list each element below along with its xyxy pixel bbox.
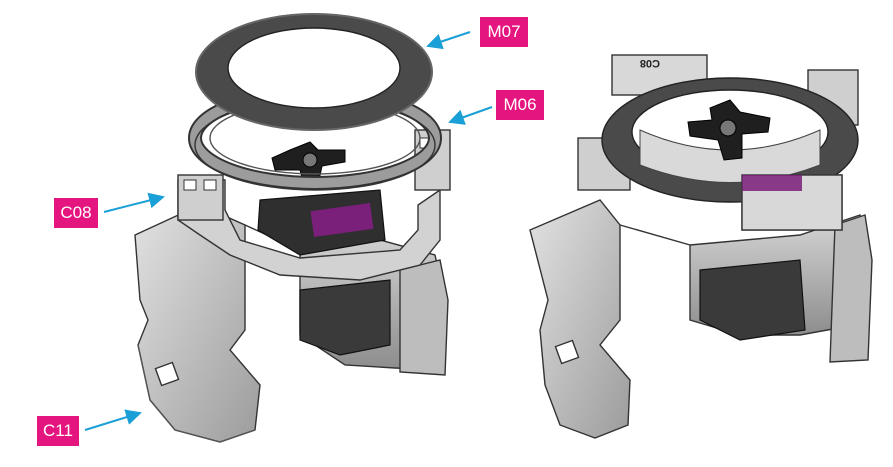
hub-hole xyxy=(154,361,180,387)
assembled-servo xyxy=(699,259,806,341)
arrow-c08 xyxy=(103,192,165,213)
arrow-m06 xyxy=(448,106,493,125)
m07-ring xyxy=(195,13,433,131)
assembled-assembly: C08 xyxy=(529,54,873,439)
callout-m07: M07 xyxy=(480,17,528,47)
assembled-bracket xyxy=(529,199,631,439)
callout-c11: C11 xyxy=(37,416,79,446)
arrow-m07 xyxy=(426,31,471,50)
assembled-part-stamp: C08 xyxy=(640,57,660,69)
servo-label xyxy=(310,202,374,238)
exploded-assembly xyxy=(134,13,451,443)
callout-m06: M06 xyxy=(496,90,544,120)
callout-c08: C08 xyxy=(54,198,98,228)
servo-body xyxy=(299,279,391,356)
arrow-c11 xyxy=(84,409,142,431)
assembled-hub-hole xyxy=(554,339,580,365)
